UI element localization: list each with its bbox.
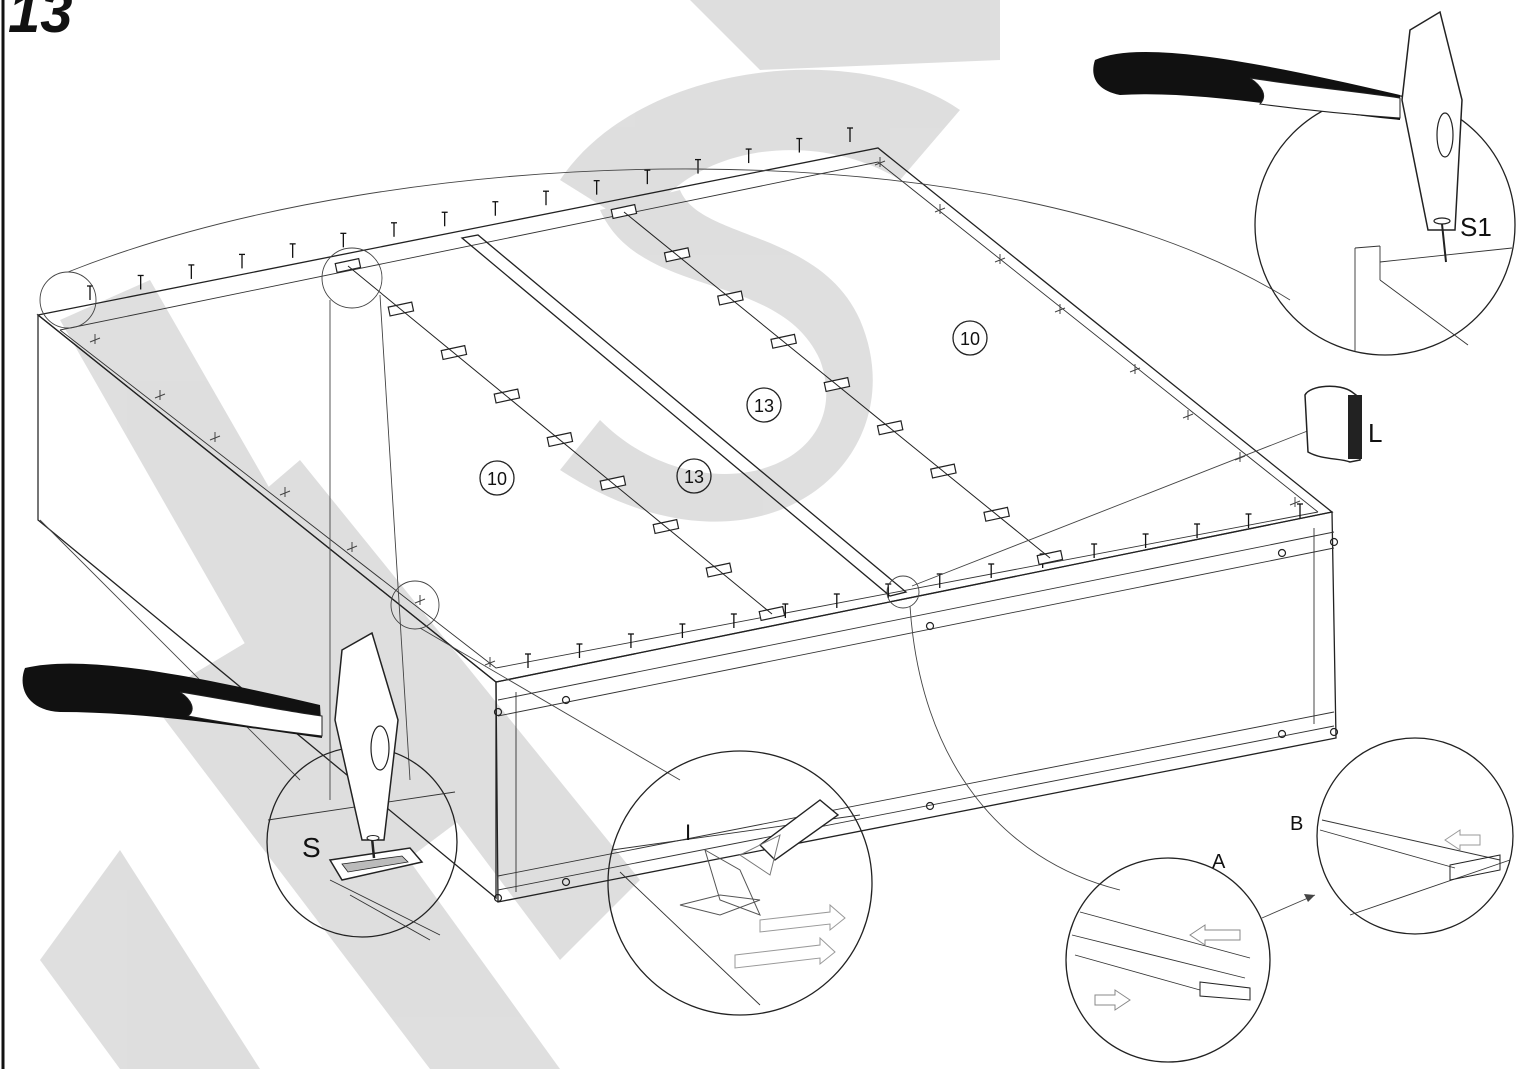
leader-lines: [39, 168, 1311, 891]
nails-row: [87, 127, 1303, 668]
detail-joint-b: B: [1290, 737, 1514, 935]
staple-line: [347, 265, 773, 615]
glue-label: L: [1368, 418, 1382, 448]
staple-label: S: [302, 832, 321, 863]
callout-circle-staple: [321, 247, 383, 309]
watermark: [40, 0, 1000, 1069]
nail-label: S1: [1460, 212, 1492, 242]
edge-staple-mark: [414, 595, 426, 605]
glue-bottle: L: [1304, 385, 1382, 463]
edge-staple-mark: [934, 204, 946, 214]
staple-line: [623, 211, 1051, 559]
divider-left-marker: [676, 458, 712, 494]
joint-step-b-label: B: [1290, 813, 1303, 835]
edge-staple-mark: [484, 657, 496, 667]
panel-labels: 10 13 13 10: [479, 320, 988, 496]
edge-staple-mark: [209, 432, 221, 442]
edge-staple-mark: [1289, 497, 1301, 507]
front-side-panel: [495, 511, 1337, 903]
staples-row: [89, 157, 1301, 667]
divider-right-marker: [746, 387, 782, 423]
step-number: 13: [8, 0, 73, 45]
edge-staple-mark: [89, 334, 101, 344]
bed-box: [36, 147, 1339, 903]
detail-joint-a: A: [1065, 851, 1316, 1063]
panel-left-number: 10: [487, 469, 507, 489]
divider-left-number: 13: [684, 467, 704, 487]
detail-hammer-staple: S: [22, 631, 458, 941]
screwdriver-icon: [758, 799, 840, 861]
panel-right-number: 10: [960, 329, 980, 349]
edge-staple-mark: [994, 254, 1006, 264]
staple-mark: [610, 203, 638, 220]
detail-circle-joint-b: [1316, 737, 1514, 935]
joint-step-a-label: A: [1212, 851, 1226, 873]
edge-staple-mark: [346, 542, 358, 552]
glue-bottle-icon: [1304, 385, 1361, 463]
callout-circle-joint: [886, 575, 920, 609]
hammer-head-icon-2: [334, 631, 399, 841]
detail-connector: I: [607, 750, 873, 1016]
staple-mark: [334, 257, 362, 274]
detail-hammer-nail: S1: [1093, 10, 1516, 356]
hammer-head-icon: [1401, 10, 1463, 231]
edge-staple-mark: [154, 390, 166, 400]
edge-staple-mark: [874, 157, 886, 167]
edge-staple-mark: [279, 487, 291, 497]
detail-circle-connector: [607, 750, 873, 1016]
edge-staple-mark: [1182, 410, 1194, 420]
edge-staple-mark: [1054, 304, 1066, 314]
panel-right-marker: [952, 320, 988, 356]
edge-staple-mark: [1129, 364, 1141, 374]
callout-circle-connector: [390, 580, 440, 630]
center-divider-rail: [460, 234, 908, 597]
panel-left-marker: [479, 460, 515, 496]
connector-label: I: [685, 820, 691, 845]
detail-circle-joint-a: [1065, 857, 1271, 1063]
nail-icon: [1433, 217, 1451, 225]
divider-right-number: 13: [754, 396, 774, 416]
